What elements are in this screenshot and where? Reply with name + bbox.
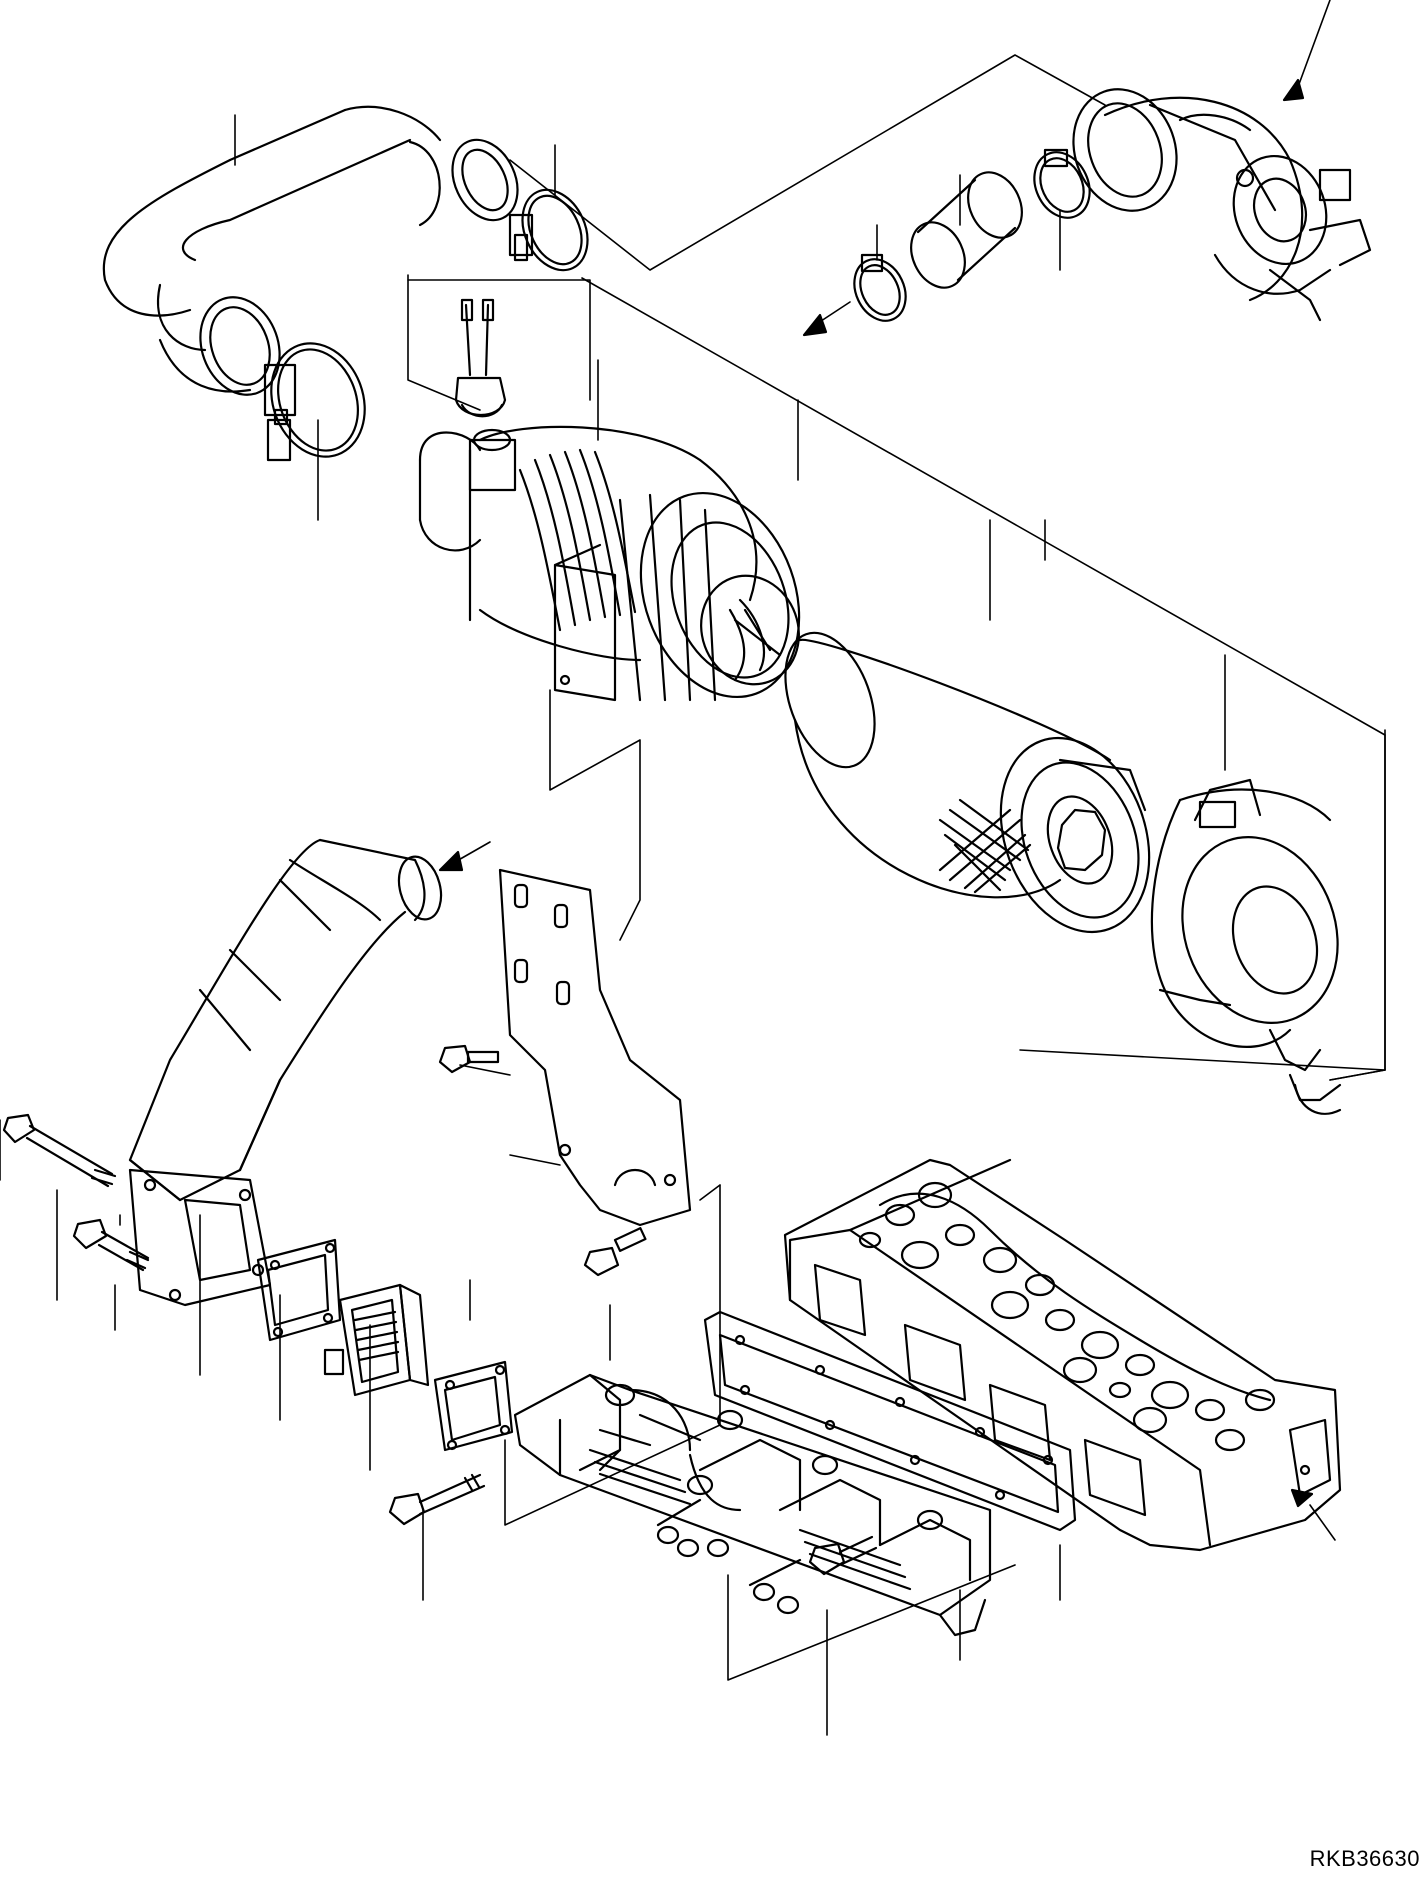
hose-clamp-upper bbox=[508, 188, 589, 272]
bolt-bracket-upper bbox=[438, 1044, 500, 1074]
intake-manifold bbox=[513, 1373, 992, 1637]
bracket-plate bbox=[498, 868, 692, 1227]
hose-clamp-lower bbox=[263, 342, 366, 462]
leader-lines bbox=[0, 0, 1386, 1736]
air-cleaner-body bbox=[418, 425, 801, 702]
manifold-bolt-bottom bbox=[808, 1535, 878, 1576]
gasket-lower bbox=[433, 1360, 514, 1452]
bolt-bracket-lower bbox=[583, 1227, 647, 1277]
cleaner-cover bbox=[1150, 778, 1342, 1115]
long-bolt-lower bbox=[72, 1218, 150, 1272]
cylinder-head bbox=[783, 1158, 1342, 1552]
manifold-bolt-left bbox=[388, 1473, 486, 1526]
restriction-indicator bbox=[454, 298, 507, 418]
figure-reference-code: RKB36630 bbox=[1309, 1846, 1420, 1871]
intake-hose bbox=[102, 105, 519, 396]
heater-block bbox=[323, 1283, 430, 1397]
gasket-upper bbox=[256, 1238, 342, 1342]
direction-arrows bbox=[438, 78, 1314, 1508]
manifold-gasket bbox=[703, 1310, 1077, 1532]
intake-duct bbox=[128, 838, 443, 1307]
short-hose bbox=[910, 171, 1023, 289]
turbocharger bbox=[1072, 88, 1372, 322]
filter-element bbox=[784, 631, 1151, 934]
hose-clamp-right-b bbox=[1033, 148, 1091, 219]
hose-clamp-right-a bbox=[853, 253, 907, 322]
long-bolt-upper bbox=[2, 1113, 117, 1188]
